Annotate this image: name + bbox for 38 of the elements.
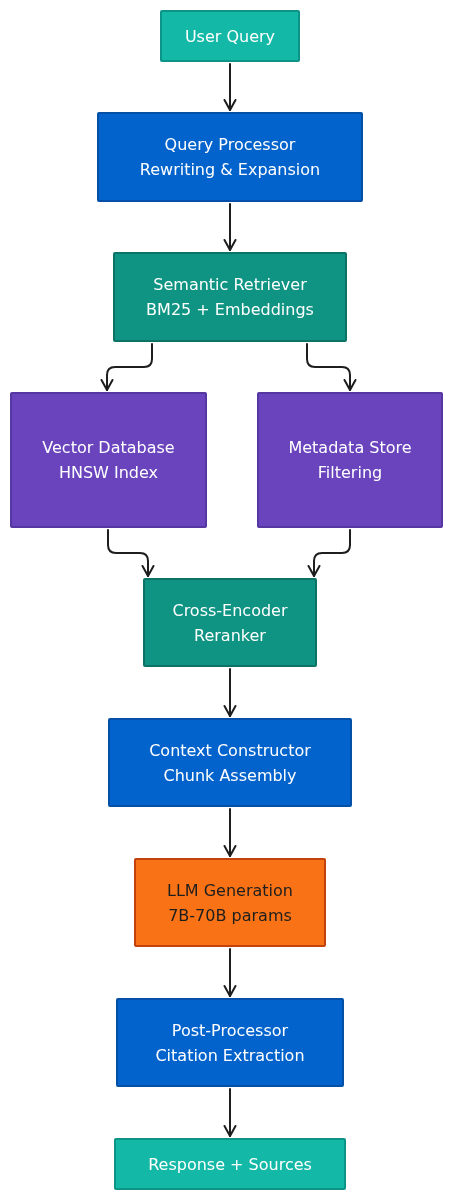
arrow	[223, 668, 237, 717]
process-box	[143, 578, 317, 667]
box-title: Metadata Store	[288, 437, 412, 459]
box-title: Cross-Encoder	[172, 599, 288, 622]
box-subtitle: Reranker	[194, 624, 266, 647]
box-title: Semantic Retriever	[153, 274, 307, 296]
process-box	[10, 392, 207, 528]
process-box	[116, 998, 344, 1087]
box-title: Vector Database	[42, 437, 175, 459]
box-title: Post-Processor	[171, 1019, 289, 1042]
process-box	[160, 10, 300, 62]
box-subtitle: Filtering	[317, 462, 383, 484]
arrow	[223, 63, 237, 111]
arrow	[107, 529, 155, 577]
arrow	[223, 948, 237, 997]
box-title: Context Constructor	[149, 739, 311, 762]
box-title: User Query	[184, 25, 276, 48]
arrow	[100, 343, 153, 391]
box-title: Query Processor	[164, 134, 296, 156]
process-box	[113, 252, 347, 342]
arrow	[223, 203, 237, 251]
arrow	[307, 529, 351, 577]
box-subtitle: Chunk Assembly	[163, 764, 297, 787]
box-subtitle: 7B-70B params	[168, 904, 292, 927]
process-box	[97, 112, 363, 202]
box-subtitle: BM25 + Embeddings	[146, 299, 314, 321]
process-box	[114, 1138, 346, 1190]
process-box	[108, 718, 352, 807]
box-subtitle: Citation Extraction	[155, 1044, 305, 1067]
arrow	[223, 808, 237, 857]
process-box	[257, 392, 443, 528]
box-title: LLM Generation	[167, 879, 293, 902]
arrow	[223, 1088, 237, 1137]
arrow	[306, 343, 357, 391]
box-subtitle: HNSW Index	[58, 462, 159, 484]
process-box	[134, 858, 326, 947]
box-title: Response + Sources	[148, 1153, 312, 1176]
box-subtitle: Rewriting & Expansion	[139, 159, 321, 181]
